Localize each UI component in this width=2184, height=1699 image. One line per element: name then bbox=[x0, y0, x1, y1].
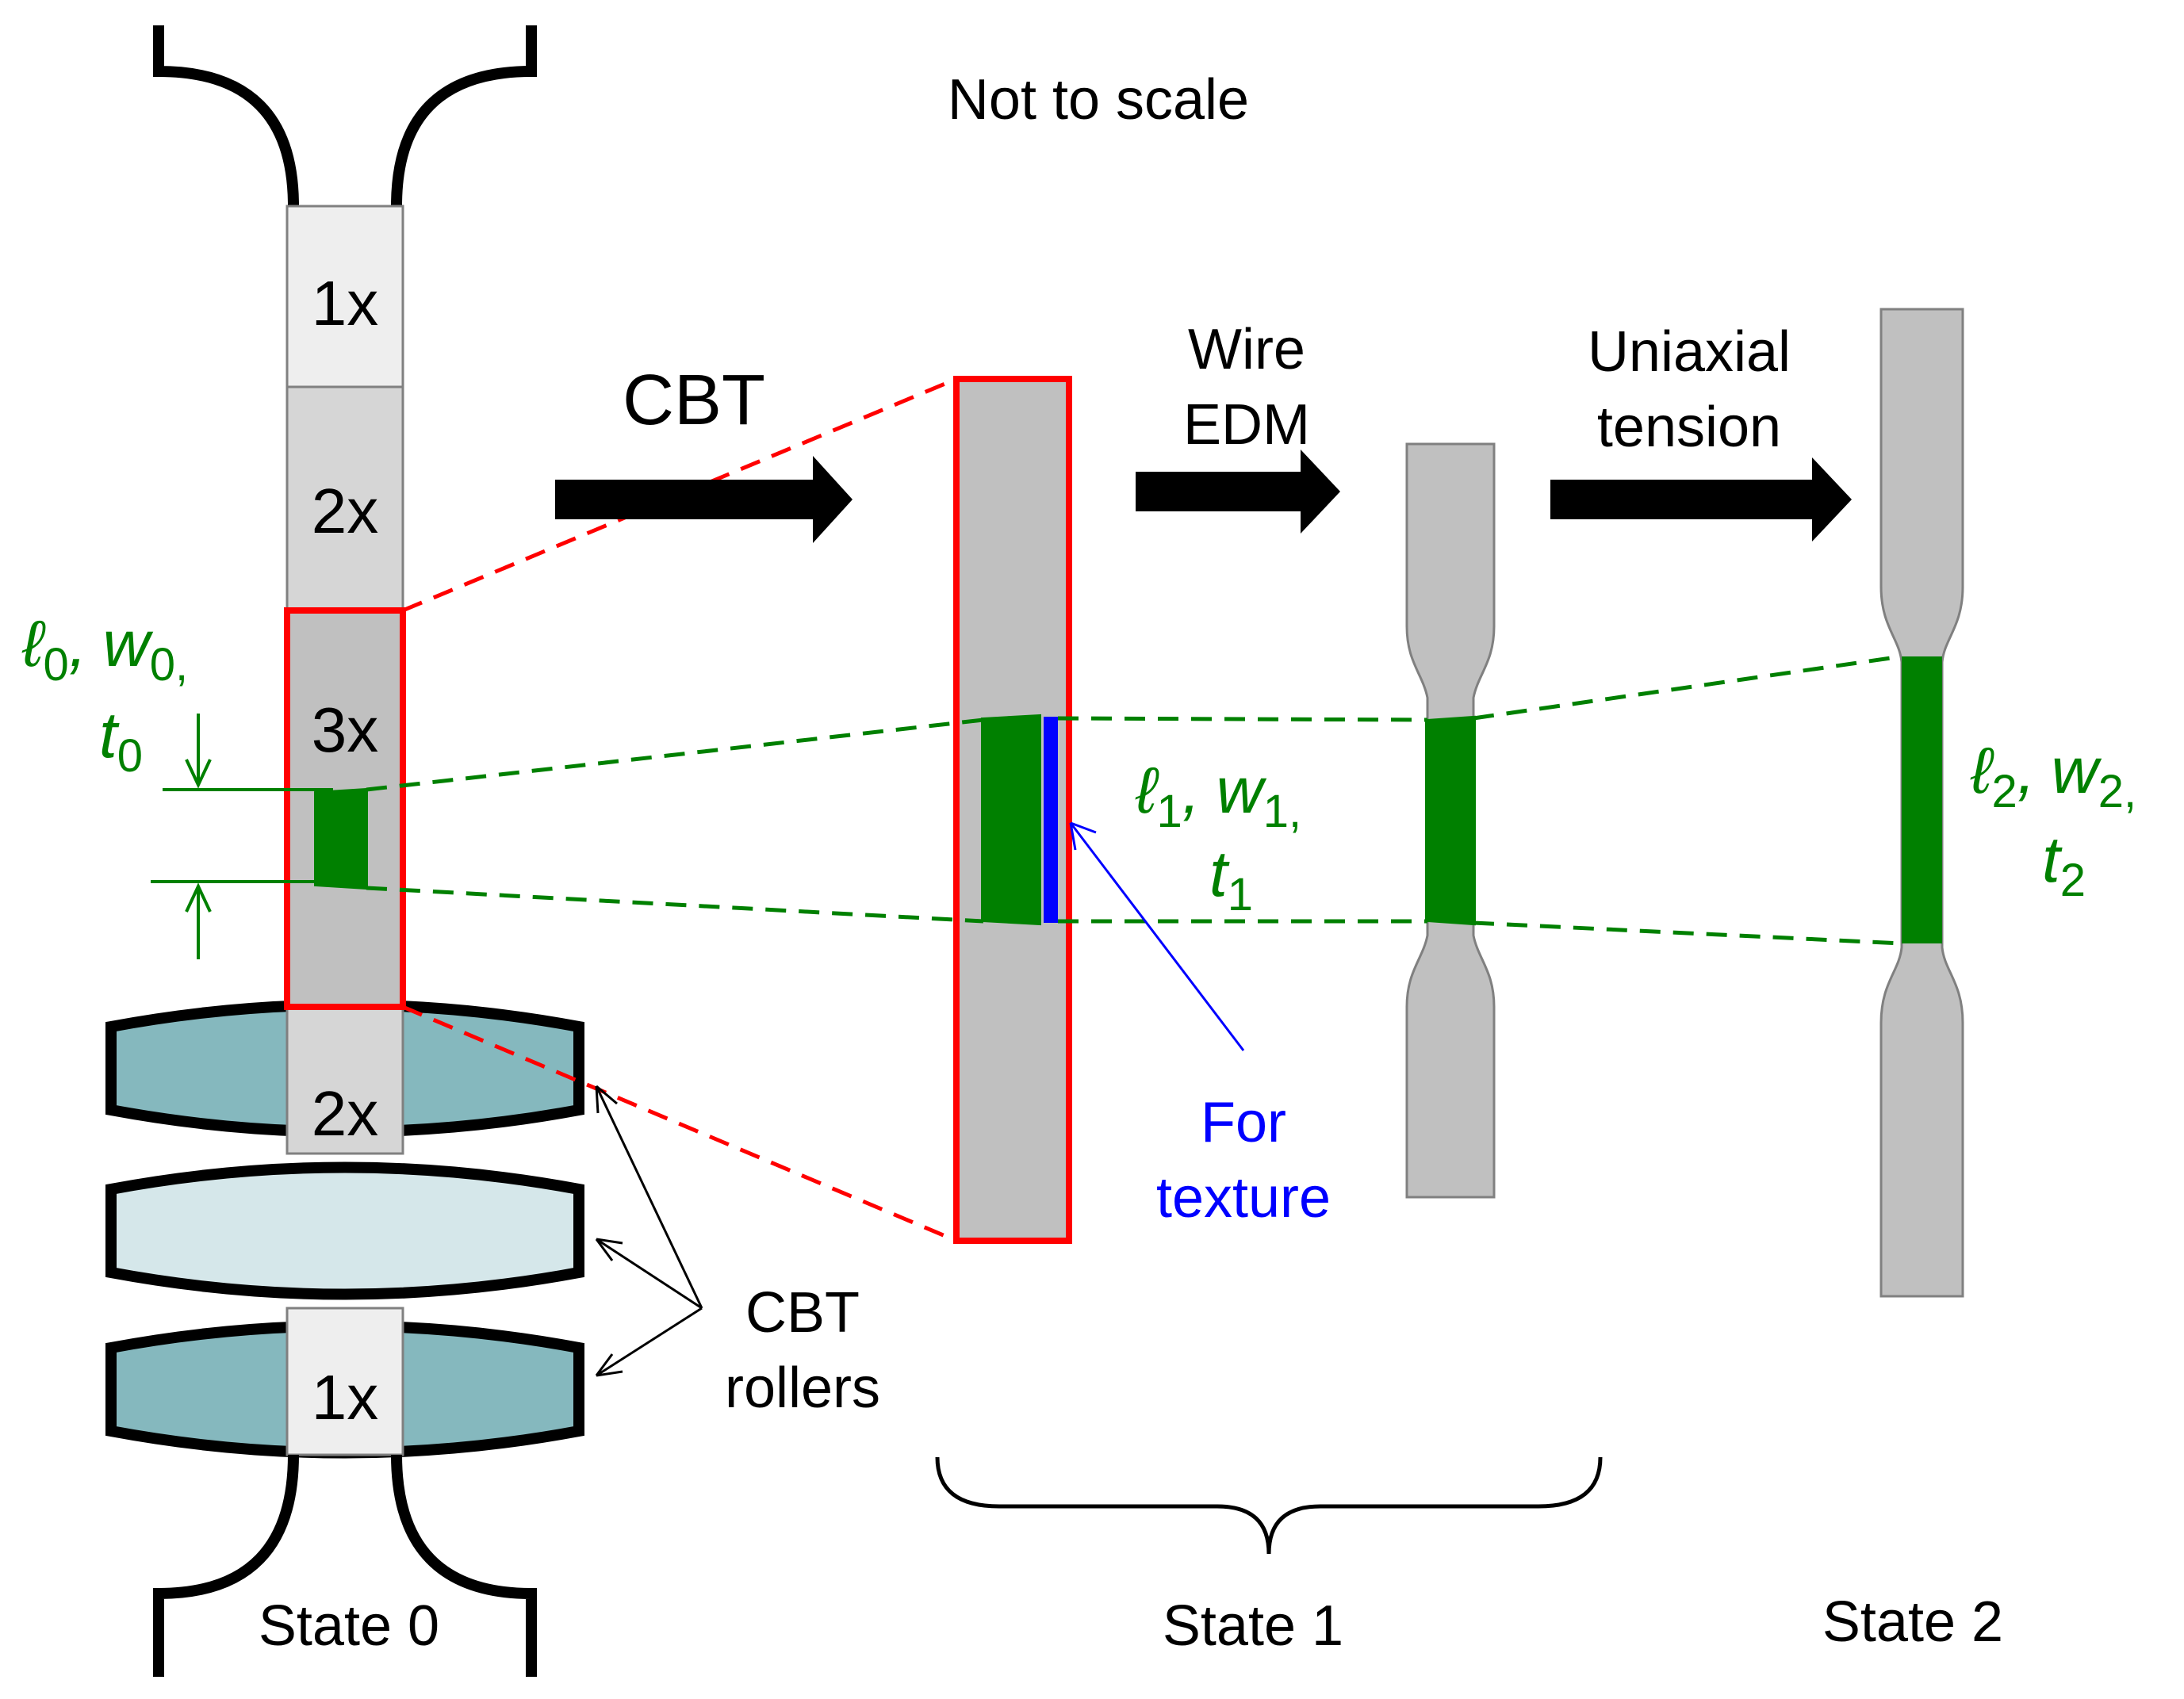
state1-dimensions-line2: t1 bbox=[1209, 838, 1253, 920]
texture-pointer-head bbox=[1069, 821, 1097, 851]
state1-gauge-region bbox=[1425, 715, 1476, 926]
state0-label: State 0 bbox=[259, 1594, 439, 1658]
segment-label-2x-top: 2x bbox=[312, 476, 379, 546]
top-grip-right bbox=[391, 25, 537, 207]
cbt-bar-gauge-region bbox=[981, 714, 1041, 926]
state0-dimensions-line1: ℓ0,w0, bbox=[21, 608, 188, 691]
top-grip-left bbox=[153, 25, 299, 207]
state2-gauge-region bbox=[1902, 656, 1942, 943]
segment-label-3x: 3x bbox=[312, 695, 379, 765]
gauge-tracking-lines bbox=[366, 654, 1902, 946]
strip-segment-1x-bottom bbox=[285, 1307, 404, 1456]
segment-label-1x-bottom: 1x bbox=[312, 1362, 379, 1433]
state0-gauge-region bbox=[314, 787, 368, 890]
state0-strip: 1x 2x 3x 2x 1x bbox=[284, 205, 406, 1456]
arrow-up-head bbox=[185, 882, 212, 913]
texture-strip bbox=[1044, 717, 1058, 923]
bottom-grip-left bbox=[153, 1454, 299, 1677]
state0-selection-box bbox=[284, 607, 406, 1010]
strip-segment-2x-top bbox=[285, 385, 404, 612]
texture-label-line1: For bbox=[1201, 1091, 1286, 1154]
not-to-scale-note: Not to scale bbox=[948, 68, 1249, 132]
state1-specimen bbox=[1405, 442, 1496, 1199]
wire-edm-arrow bbox=[1136, 450, 1340, 534]
segment-label-2x-bottom: 2x bbox=[312, 1078, 379, 1149]
state1-dimensions-line1: ℓ1,w1, bbox=[1135, 755, 1301, 837]
cbt-step-label: CBT bbox=[623, 361, 765, 440]
wire-edm-label-line1: Wire bbox=[1188, 318, 1305, 381]
arrow-down-head bbox=[185, 759, 212, 789]
segment-label-1x-top: 1x bbox=[312, 268, 379, 339]
strip-segment-2x-bottom bbox=[285, 1005, 404, 1155]
state0-dimensions-line2: t0 bbox=[99, 699, 143, 782]
state1-label: State 1 bbox=[1163, 1594, 1343, 1658]
cbt-bar-outline bbox=[953, 376, 1072, 1244]
uniaxial-label-line2: tension bbox=[1597, 396, 1781, 459]
roller-middle bbox=[105, 1161, 584, 1300]
state2-dimensions-line2: t2 bbox=[2042, 824, 2086, 906]
bottom-grip-right bbox=[391, 1454, 537, 1677]
texture-label-line2: texture bbox=[1156, 1166, 1331, 1230]
rollers-label-line1: CBT bbox=[745, 1281, 860, 1345]
cbt-arrow bbox=[555, 456, 853, 543]
state0-dimension-markers bbox=[151, 714, 333, 959]
state1-brace bbox=[935, 1456, 1603, 1555]
state1-cbt-bar bbox=[953, 376, 1072, 1244]
roller-pointers bbox=[595, 1085, 703, 1377]
strip-segment-1x-top bbox=[285, 205, 404, 388]
state2-dimensions-line1: ℓ2,w2, bbox=[1970, 735, 2136, 817]
state2-specimen bbox=[1879, 308, 1964, 1298]
wire-edm-label-line2: EDM bbox=[1183, 393, 1310, 457]
uniaxial-tension-arrow bbox=[1550, 457, 1852, 541]
rollers-label-line2: rollers bbox=[725, 1357, 880, 1420]
zoom-line-bottom bbox=[402, 1004, 957, 1243]
uniaxial-label-line1: Uniaxial bbox=[1588, 320, 1791, 384]
state2-label: State 2 bbox=[1822, 1590, 2003, 1654]
texture-pointer-line bbox=[1069, 822, 1245, 1051]
